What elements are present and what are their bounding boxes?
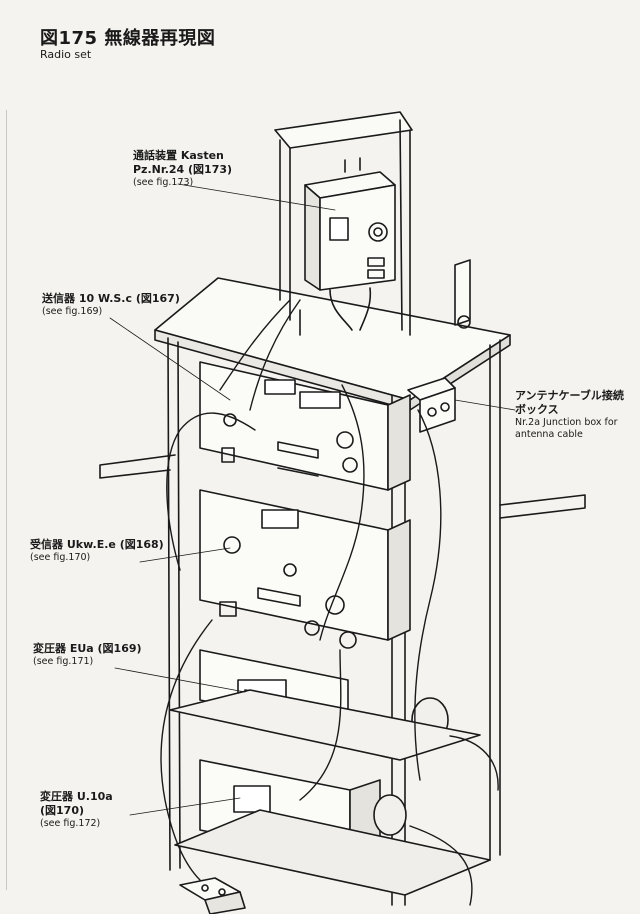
figure-subtitle: Radio set <box>40 48 92 61</box>
callout-transmitter: 送信器 10 W.S.c (図167) (see fig.169) <box>42 292 180 318</box>
callout-antenna-en2: antenna cable <box>515 429 583 440</box>
page-edge-rule <box>6 110 7 890</box>
figure-title: 図175 無線器再現図 <box>40 28 216 49</box>
callout-antenna-junction: アンテナケーブル接続 ボックス Nr.2a Junction box for a… <box>515 389 640 441</box>
callout-receiver-jp1: 受信器 Ukw.E.e (図168) <box>30 538 164 551</box>
rack-mid-shelf <box>169 689 481 761</box>
callout-u10a-jp1: 変圧器 U.10a <box>40 790 113 803</box>
callout-receiver-en: (see fig.170) <box>30 552 91 563</box>
rack-base <box>174 809 491 896</box>
antenna-mast <box>454 259 471 329</box>
leader-lines <box>109 183 516 816</box>
rack-side-handles <box>99 454 586 519</box>
callout-transmitter-jp1: 送信器 10 W.S.c (図167) <box>42 292 180 305</box>
callout-transformer-eua: 変圧器 EUa (図169) (see fig.171) <box>33 642 142 668</box>
junction-box <box>407 377 456 433</box>
callout-u10a-en: (see fig.172) <box>40 818 101 829</box>
callout-eua-jp1: 変圧器 EUa (図169) <box>33 642 142 655</box>
callout-antenna-jp2: ボックス <box>515 403 559 416</box>
receiver-unit <box>199 489 411 649</box>
callout-receiver: 受信器 Ukw.E.e (図168) (see fig.170) <box>30 538 164 564</box>
callout-kasten-jp2: Pz.Nr.24 (図173) <box>133 163 233 176</box>
callout-antenna-en: Nr.2a Junction box for <box>515 417 618 428</box>
kasten-frame <box>274 111 413 336</box>
callout-kasten-jp1: 通話装置 Kasten <box>133 149 224 162</box>
callout-transformer-u10a: 変圧器 U.10a (図170) (see fig.172) <box>40 790 113 830</box>
kasten-box <box>304 157 396 331</box>
transmitter-unit <box>199 361 411 491</box>
callout-kasten: 通話装置 Kasten Pz.Nr.24 (図173) (see fig.173… <box>133 149 232 189</box>
callout-antenna-jp1: アンテナケーブル接続 <box>515 389 624 402</box>
callout-transmitter-en: (see fig.169) <box>42 306 103 317</box>
callout-eua-en: (see fig.171) <box>33 656 94 667</box>
callout-kasten-en: (see fig.173) <box>133 177 194 188</box>
callout-u10a-jp2: (図170) <box>40 804 85 817</box>
cables <box>160 299 499 906</box>
foot-switch <box>179 877 246 914</box>
